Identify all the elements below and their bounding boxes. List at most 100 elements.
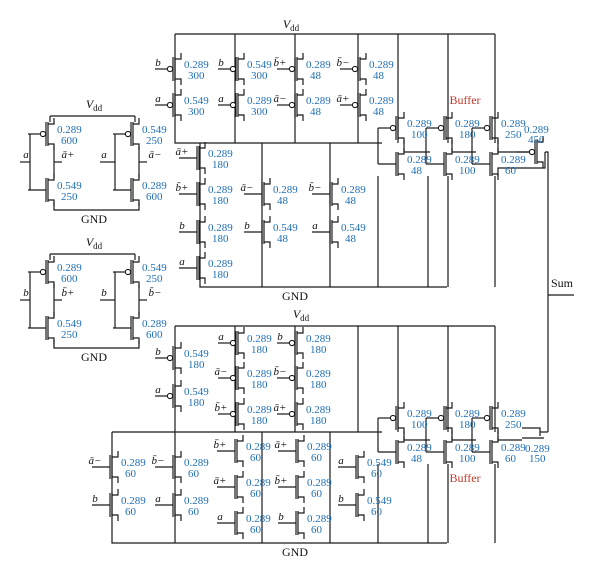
lower-buffer-label: Buffer [449, 471, 480, 485]
lo-pd-4 [155, 489, 182, 521]
lo-pu-2a [218, 327, 245, 359]
up-pu-3b [277, 89, 304, 121]
lo-pu-1b [155, 380, 182, 412]
lo-pd-12-gate-label: b [338, 493, 344, 505]
lo-out-p-length-value: 250 [505, 419, 522, 431]
up-pd-4-gate-label: a [179, 256, 185, 268]
inv-b-n1-length-value: 250 [61, 329, 78, 341]
up-pd-3 [179, 216, 206, 248]
up-pd-8 [312, 216, 339, 248]
lo-inv1-p-length-value: 100 [411, 419, 428, 431]
lo-pd-3-width-value: 0.289 [184, 457, 209, 469]
up-out-n [472, 148, 499, 180]
lo-out-n [472, 436, 499, 468]
lo-pu-2c-length-value: 180 [251, 415, 268, 427]
up-inv1-p-length-value: 100 [411, 129, 428, 141]
up-pu-2a-length-value: 300 [251, 70, 268, 82]
lo-pu-2c-width-value: 0.289 [247, 404, 272, 416]
up-pd-6-gate-label: b [244, 220, 250, 232]
upper-buffer-label: Buffer [449, 93, 480, 107]
up-pu-2a [218, 53, 245, 85]
up-pd-1-gate-label: ā+ [176, 146, 189, 158]
inv-a-p1-length-value: 600 [61, 135, 78, 147]
up-pass [517, 136, 544, 168]
up-pd-3-gate-label: b [179, 220, 185, 232]
up-pu-3a-width-value: 0.289 [306, 59, 331, 71]
lo-inv1-p [378, 402, 405, 434]
lo-pass-length-value: 150 [529, 453, 546, 465]
lo-pd-7-gate-label: a [217, 511, 223, 523]
lo-pd-6 [217, 471, 244, 503]
inv-b-out-left: b̄+ [62, 287, 75, 299]
lo-pd-8-length-value: 60 [311, 452, 323, 464]
up-buf-n [426, 148, 453, 180]
lo-pd-7-length-value: 60 [250, 524, 262, 536]
up-pu-3b-gate-label: ā− [274, 93, 287, 105]
up-inv1-n-length-value: 48 [411, 165, 423, 177]
inv-b-p2 [113, 256, 140, 288]
up-out-p-length-value: 250 [505, 129, 522, 141]
up-pd-3-length-value: 180 [212, 233, 229, 245]
up-pd-1-length-value: 180 [212, 159, 229, 171]
up-pd-7-width-value: 0.289 [341, 184, 366, 196]
up-pd-1 [179, 142, 206, 174]
lo-inv1-n [378, 436, 405, 468]
lo-pd-8-width-value: 0.289 [307, 441, 332, 453]
small-vdd-label: Vdd [86, 235, 103, 251]
inv-a-p1-width-value: 0.289 [57, 124, 82, 136]
inv-a-p2 [113, 118, 140, 150]
up-pu-3b-width-value: 0.289 [306, 95, 331, 107]
lo-buf-n-length-value: 100 [459, 453, 476, 465]
up-pu-4a-width-value: 0.289 [369, 59, 394, 71]
up-pu-3a-length-value: 48 [310, 70, 322, 82]
lo-out-n-length-value: 60 [505, 453, 517, 465]
lo-pass [522, 427, 544, 439]
upper-gnd-frame [199, 143, 447, 288]
lo-pu-3b-width-value: 0.289 [306, 368, 331, 380]
up-pd-5-width-value: 0.289 [273, 184, 298, 196]
up-buf-n-width-value: 0.289 [455, 154, 480, 166]
lo-pd-1-gate-label: ā− [89, 455, 102, 467]
inv-b-p2-length-value: 250 [146, 273, 163, 285]
lo-pd-4-length-value: 60 [188, 506, 200, 518]
wire [497, 430, 522, 441]
inv-b-n1-width-value: 0.549 [57, 318, 82, 330]
lo-pu-2b-gate-label: ā− [215, 366, 228, 378]
lo-pd-3-gate-label: b̄− [152, 455, 165, 467]
up-pd-5 [244, 178, 271, 210]
up-pu-4b [340, 89, 367, 121]
lo-pu-3b-gate-label: b̄− [274, 366, 287, 378]
up-inv1-n-width-value: 0.289 [407, 154, 432, 166]
lo-pd-9-length-value: 60 [311, 488, 323, 500]
inv-a-n2 [113, 174, 140, 206]
inv-a-out-right: ā− [149, 149, 162, 161]
up-pu-1b [155, 89, 182, 121]
up-pd-8-gate-label: a [312, 220, 318, 232]
lo-pd-1 [92, 451, 119, 483]
lo-pd-10-gate-label: b [278, 511, 284, 523]
up-inv1-p-width-value: 0.289 [407, 118, 432, 130]
up-pd-4-width-value: 0.289 [208, 258, 233, 270]
lo-pd-11-length-value: 60 [371, 468, 383, 480]
lo-pu-2b-length-value: 180 [251, 379, 268, 391]
small-gnd-rail [53, 340, 140, 349]
up-pd-6-length-value: 48 [277, 233, 289, 245]
up-buf-n-length-value: 100 [459, 165, 476, 177]
lo-pu-1a-length-value: 180 [188, 359, 205, 371]
lo-pu-2b [218, 362, 245, 394]
inv-a-n2-width-value: 0.289 [142, 180, 167, 192]
lo-pu-3a-length-value: 180 [310, 344, 327, 356]
lower-vdd-label: Vdd [293, 307, 310, 323]
up-pass-length-value: 450 [528, 134, 545, 146]
sum-bus [545, 151, 549, 432]
inv-a-n1 [28, 174, 55, 206]
upper-gnd-label: GND [282, 289, 308, 303]
lo-pu-2a-width-value: 0.289 [247, 333, 272, 345]
up-pu-1b-width-value: 0.549 [184, 95, 209, 107]
lo-pd-8-gate-label: ā+ [275, 439, 288, 451]
lo-pd-5-gate-label: b̄+ [214, 439, 227, 451]
up-pu-4b-gate-label: ā+ [337, 93, 350, 105]
small-gnd-label: GND [81, 212, 107, 226]
lo-pu-3a [277, 327, 304, 359]
